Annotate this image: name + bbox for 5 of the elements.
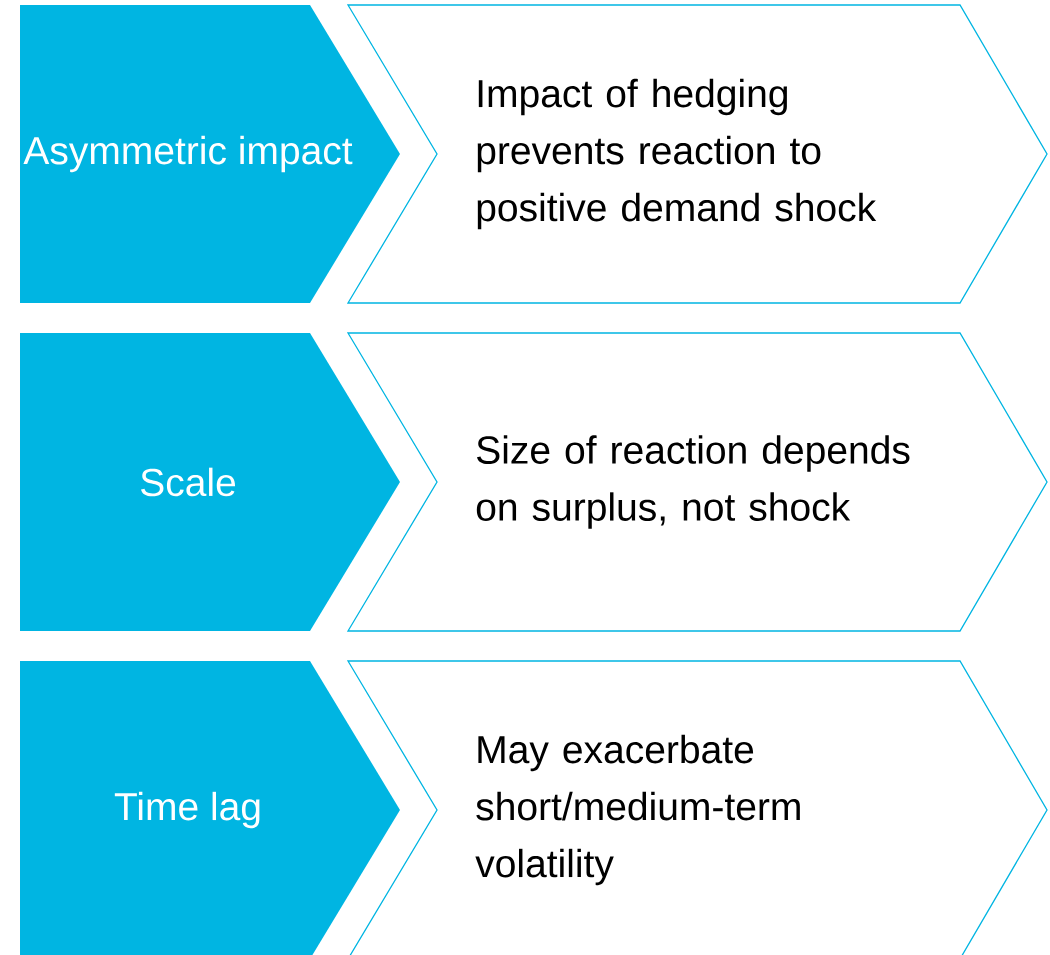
- chevron-box: May exacerbate short/medium-term volatility: [346, 660, 1048, 955]
- label-pentagon: Scale: [20, 333, 400, 631]
- label-pentagon: Asymmetric impact: [20, 5, 400, 303]
- label-pentagon: Time lag: [20, 661, 400, 955]
- chevron-box: Size of reaction depends on surplus, not shock: [346, 332, 1048, 632]
